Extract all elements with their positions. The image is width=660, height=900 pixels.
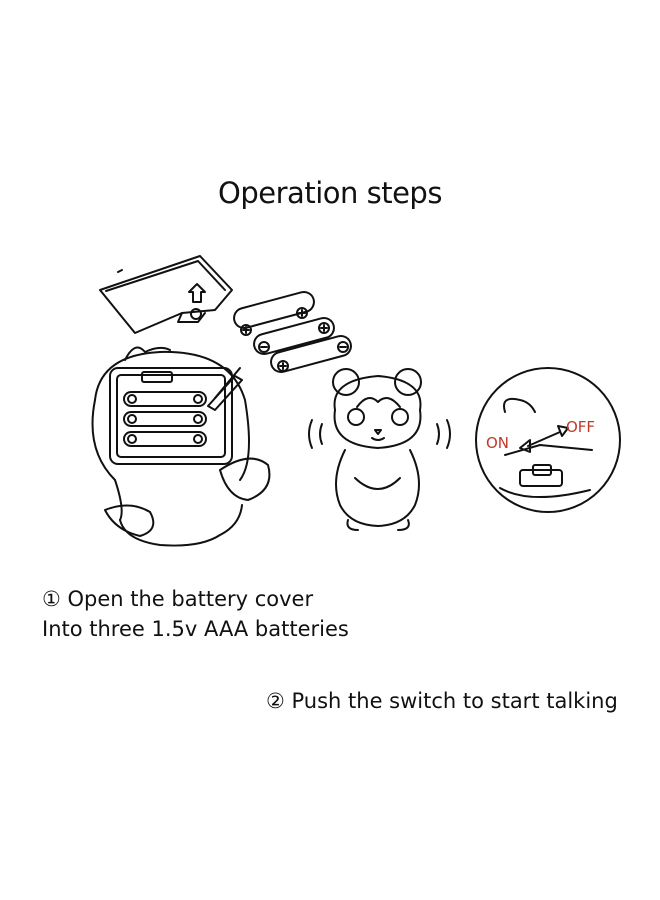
switch-off-label: OFF — [566, 418, 595, 436]
sound-wave-icon — [308, 419, 451, 449]
step-2-instructions: ② Push the switch to start talking — [266, 686, 618, 716]
step-1-line-1: ① Open the battery cover — [42, 587, 314, 611]
step-1-instructions: ① Open the battery cover Into three 1.5v… — [42, 584, 349, 644]
step-2-line-1: ② Push the switch to start talking — [266, 689, 618, 713]
double-arrow-icon — [519, 425, 569, 453]
aaa-battery-icon — [233, 290, 352, 374]
page-title: Operation steps — [218, 176, 442, 210]
switch-on-label: ON — [486, 434, 509, 452]
hamster-toy-icon — [332, 368, 422, 531]
step-1-line-2: Into three 1.5v AAA batteries — [42, 617, 349, 641]
on-off-switch-icon — [475, 367, 621, 513]
battery-cover-icon — [99, 255, 233, 334]
toy-back-battery-compartment-icon — [91, 346, 271, 547]
arrow-up-icon — [188, 283, 206, 303]
